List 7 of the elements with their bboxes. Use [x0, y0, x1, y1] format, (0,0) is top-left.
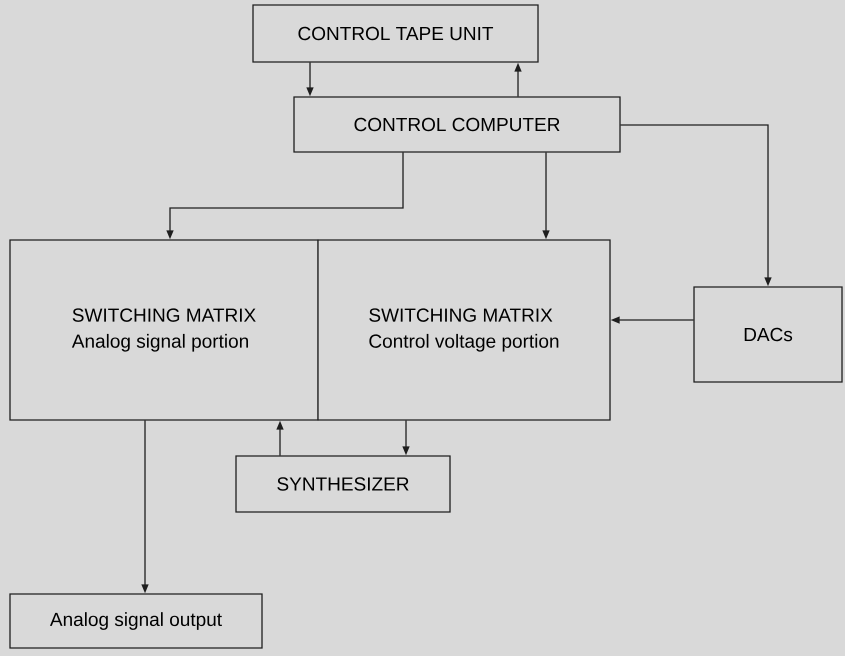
block-box: CONTROL TAPE UNIT	[252, 4, 539, 63]
block-box: CONTROL COMPUTER	[293, 96, 621, 153]
block-box: Analog signal output	[9, 593, 263, 649]
block-box: SWITCHING MATRIX Control voltage portion	[317, 239, 611, 421]
block-box: SWITCHING MATRIX Analog signal portion	[9, 239, 319, 421]
block-box: SYNTHESIZER	[235, 455, 451, 513]
block-box: DACs	[693, 286, 843, 383]
